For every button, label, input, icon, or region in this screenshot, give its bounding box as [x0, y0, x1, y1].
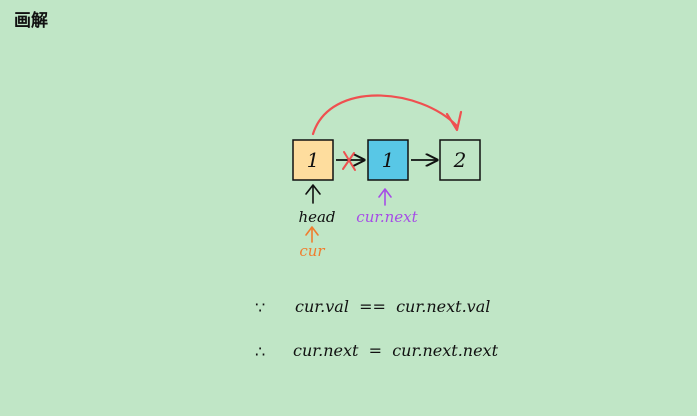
- list-node-2: [367, 139, 409, 181]
- therefore-symbol: ∴: [255, 342, 265, 361]
- list-node-2-value: 1: [382, 148, 395, 172]
- redirect-arc: [311, 94, 459, 136]
- list-node-3-value: 2: [453, 148, 467, 172]
- formula-condition: cur.val == cur.next.val: [295, 297, 490, 316]
- removed-link-cross: [342, 151, 356, 171]
- list-node-1: [292, 139, 334, 181]
- because-symbol: ∵: [255, 298, 265, 317]
- cur-label: cur: [299, 242, 325, 260]
- cur-next-pointer-arrow: [378, 188, 392, 206]
- list-node-1-value: 1: [307, 148, 320, 172]
- cur-pointer-arrow: [305, 226, 319, 243]
- head-label: head: [298, 208, 335, 226]
- redirect-arrowhead: [445, 110, 463, 132]
- head-pointer-arrow: [305, 184, 321, 204]
- page-title: 画解: [14, 11, 48, 31]
- cur-next-label: cur.next: [356, 208, 418, 226]
- formula-result: cur.next = cur.next.next: [293, 341, 499, 360]
- list-node-3: [439, 139, 481, 181]
